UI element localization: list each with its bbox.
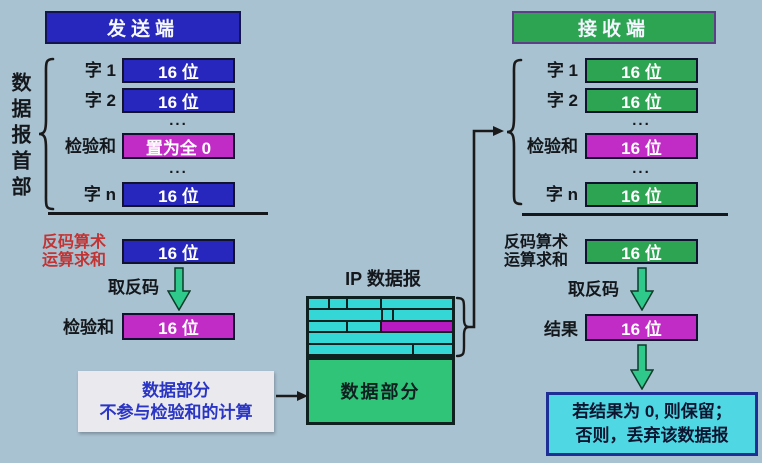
sender-down-arrow-icon (167, 267, 191, 311)
receiver-result-box: 16 位 (585, 314, 698, 341)
sender-divider (48, 212, 268, 215)
ip-header-row (309, 299, 452, 309)
ip-header-row (309, 319, 452, 332)
sender-row-label: 字 n (83, 185, 116, 204)
sender-brace (36, 56, 56, 212)
receiver-title: 接收端 (512, 11, 716, 44)
sender-sum-label: 反码算术 运算求和 (32, 234, 116, 270)
ip-header-cell (309, 344, 412, 355)
ellipsis: ... (632, 112, 651, 129)
ip-header-checksum-cell (380, 321, 452, 332)
ip-header-cell (380, 299, 452, 309)
ip-header-cell (309, 333, 452, 343)
receiver-row-box: 16 位 (585, 88, 698, 113)
sender-sum-box: 16 位 (122, 239, 235, 264)
ip-header-grid (306, 296, 455, 357)
ellipsis: ... (632, 160, 651, 177)
receiver-row-label: 字 1 (546, 61, 578, 80)
receiver-sum-label-line1: 反码算术 (503, 234, 568, 251)
ip-header-cell (346, 299, 381, 309)
sender-invert-label: 取反码 (108, 278, 159, 297)
sender-row-label: 字 1 (84, 61, 116, 80)
verdict-line2: 否则，丢弃该数据报 (575, 426, 729, 445)
receiver-brace (504, 57, 524, 207)
ip-header-row (309, 331, 452, 343)
receiver-result-label: 结果 (544, 320, 578, 339)
sender-sum-label-line1: 反码算术 (41, 234, 106, 251)
ip-header-cell (391, 310, 452, 320)
ip-header-cell (346, 321, 381, 332)
datagram-title: IP 数据报 (345, 269, 421, 289)
ip-header-cell (309, 310, 381, 320)
verdict-box: 若结果为 0, 则保留； 否则，丢弃该数据报 (546, 392, 758, 456)
receiver-sum-box: 16 位 (585, 239, 698, 264)
verdict-line1: 若结果为 0, 则保留； (572, 402, 732, 421)
ip-header-cell (411, 344, 452, 355)
ip-header-cell (309, 321, 347, 332)
sender-row-label: 字 2 (84, 91, 116, 110)
ip-header-row (309, 308, 452, 320)
arrowhead-icon (493, 126, 504, 136)
sender-row-label: 检验和 (65, 137, 116, 156)
receiver-row-box: 16 位 (585, 58, 698, 83)
note-line2: 不参与检验和的计算 (99, 402, 253, 422)
ellipsis: ... (169, 112, 188, 129)
sender-row-box: 16 位 (122, 88, 235, 113)
receiver-row-label: 字 2 (546, 91, 578, 110)
sender-side-label: 数据报首部 (8, 72, 30, 202)
receiver-sum-label: 反码算术 运算求和 (494, 234, 578, 270)
header-brace (455, 296, 471, 358)
sender-checksum-zero-box: 置为全 0 (122, 133, 235, 159)
receiver-row-label: 字 n (545, 185, 578, 204)
receiver-divider (522, 213, 728, 216)
receiver-down-arrow2-icon (630, 344, 654, 390)
sender-row-box: 16 位 (122, 58, 235, 83)
sender-row-box: 16 位 (122, 182, 235, 207)
sender-checksum-box: 16 位 (122, 313, 235, 340)
receiver-invert-label: 取反码 (568, 280, 619, 299)
ip-header-cell (380, 310, 392, 320)
datagram-data-part: 数据部分 (306, 357, 455, 425)
ip-header-cell (309, 299, 328, 309)
ip-header-cell (327, 299, 347, 309)
ellipsis: ... (169, 160, 188, 177)
receiver-down-arrow-icon (630, 267, 654, 311)
sender-checksum-label: 检验和 (63, 318, 114, 337)
receiver-checksum-box: 16 位 (585, 133, 698, 159)
note-line1: 数据部分 (142, 380, 210, 400)
receiver-sum-label-line2: 运算求和 (503, 252, 568, 269)
receiver-row-label: 检验和 (527, 137, 578, 156)
ip-header-row (309, 342, 452, 355)
sender-sum-label-line2: 运算求和 (41, 252, 106, 269)
note-box: 数据部分 不参与检验和的计算 (78, 371, 274, 432)
receiver-row-box: 16 位 (585, 182, 698, 207)
sender-title: 发送端 (45, 11, 241, 44)
